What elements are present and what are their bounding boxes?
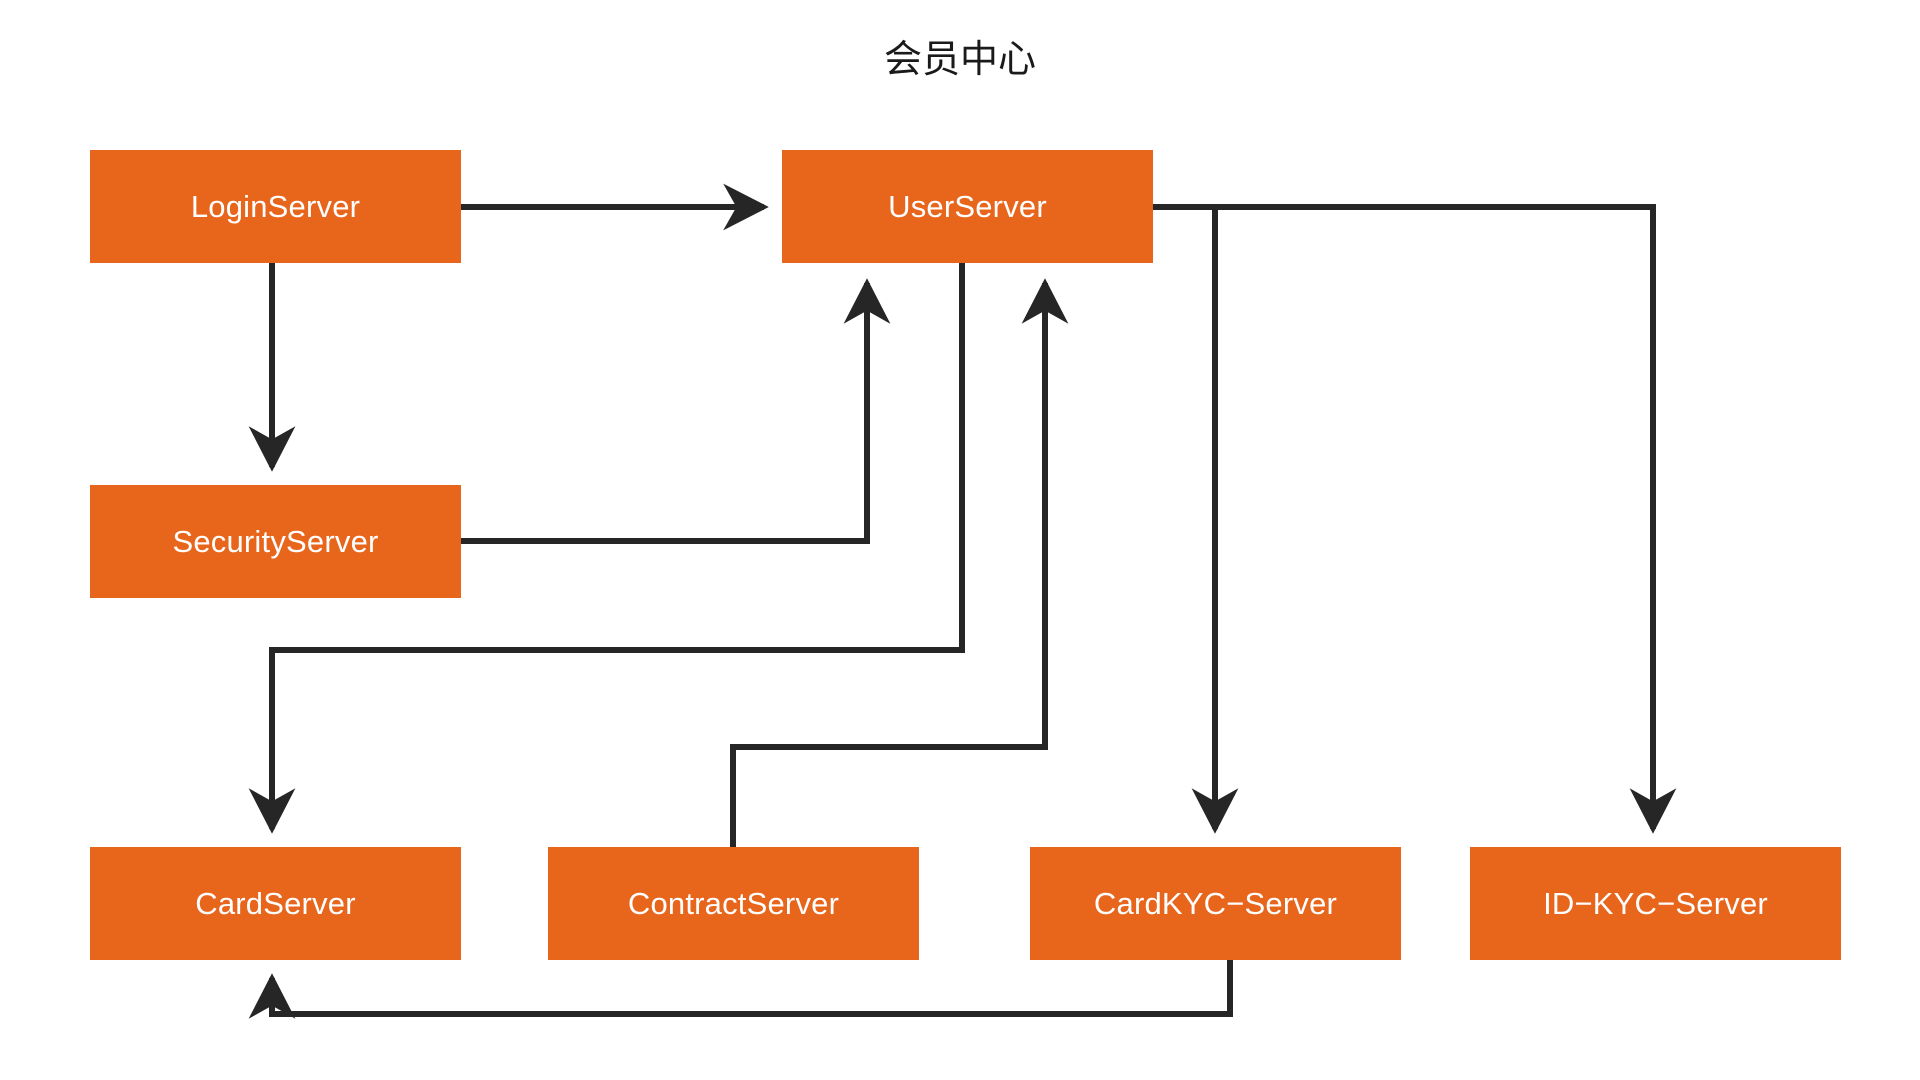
diagram-title: 会员中心 <box>883 39 1036 81</box>
node-label: ID−KYC−Server <box>1543 886 1768 921</box>
edge-user-to-idkyc <box>1215 204 1677 834</box>
node-security[interactable]: SecurityServer <box>90 485 461 598</box>
edge-contract-to-user <box>730 278 1069 847</box>
node-label: CardKYC−Server <box>1093 886 1338 921</box>
node-login[interactable]: LoginServer <box>90 150 461 263</box>
edge-user-to-cardkyc <box>1153 204 1239 834</box>
node-label: LoginServer <box>190 189 361 224</box>
node-idkyc[interactable]: ID−KYC−Server <box>1470 847 1841 960</box>
node-contract[interactable]: ContractServer <box>548 847 919 960</box>
edge-security-to-user <box>461 278 891 544</box>
node-card[interactable]: CardServer <box>90 847 461 960</box>
node-user[interactable]: UserServer <box>782 150 1153 263</box>
node-label: CardServer <box>195 886 356 921</box>
node-label: SecurityServer <box>172 524 379 559</box>
node-label: ContractServer <box>627 886 840 921</box>
edge-cardkyc-to-card <box>248 960 1233 1019</box>
node-label: UserServer <box>888 189 1047 224</box>
node-cardkyc[interactable]: CardKYC−Server <box>1030 847 1401 960</box>
